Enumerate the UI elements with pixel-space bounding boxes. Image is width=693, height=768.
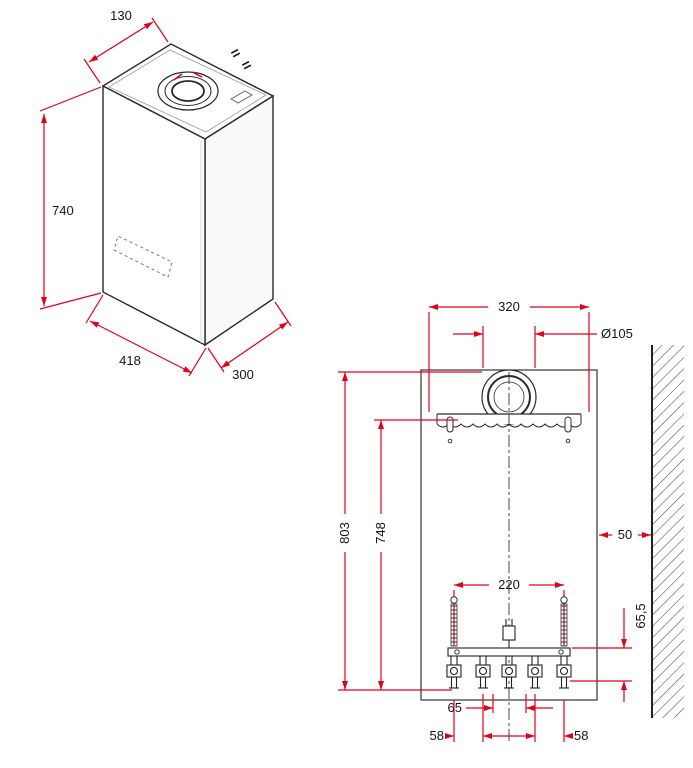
- flue-collar: [157, 71, 219, 111]
- dimension-center-gap: [466, 694, 553, 713]
- wall-hatch: [652, 345, 684, 718]
- dim-label-width: 418: [119, 353, 141, 368]
- wall-section: [651, 345, 684, 718]
- dimension-top-width: [428, 304, 590, 412]
- dimension-width: [85, 294, 207, 377]
- boiler-body: [101, 43, 275, 347]
- top-face-inset-line: [108, 49, 267, 133]
- dimension-right-gap: [508, 694, 573, 742]
- dim-label-left-gap: 58: [430, 728, 444, 743]
- dim-label-flue-diameter: Ø105: [601, 326, 633, 341]
- anchor-rod-left: [450, 596, 458, 647]
- dim-label-right-gap: 58: [574, 728, 588, 743]
- connection-rail: [447, 647, 571, 657]
- isometric-view: = = 130 740 418 300: [39, 8, 292, 382]
- rating-label-outline: [113, 235, 173, 278]
- bracket-slot-left: [446, 416, 454, 433]
- front-mounting-view: 320 Ø105 803 748: [337, 299, 684, 743]
- dimension-flue-diameter: [453, 326, 597, 368]
- dim-label-top-depth: 130: [110, 8, 132, 23]
- dimension-depth: [207, 301, 292, 373]
- bracket-slot-right: [564, 416, 572, 433]
- dimension-top-depth: [83, 17, 169, 84]
- dim-label-connection-height: 65,5: [633, 603, 648, 628]
- dimension-bracket-height: [374, 419, 458, 690]
- dim-label-bracket-height: 748: [373, 522, 388, 544]
- dim-label-top-width: 320: [498, 299, 520, 314]
- dim-label-overall-height: 803: [337, 522, 352, 544]
- gas-connection-plug: [502, 619, 516, 648]
- dimension-left-gap: [445, 694, 510, 742]
- dim-label-depth: 300: [232, 367, 254, 382]
- dim-label-side-clearance: 50: [618, 527, 632, 542]
- boiler-side-face: [204, 94, 274, 347]
- level-mark-right: =: [239, 56, 255, 75]
- dimension-connection-height: [570, 608, 632, 702]
- boiler-front-face: [102, 84, 206, 347]
- connection-assembly: [446, 596, 572, 689]
- dim-label-center-gap: 65: [448, 700, 462, 715]
- dim-label-connection-span: 220: [498, 577, 520, 592]
- top-panel-detail: [230, 90, 253, 104]
- dimension-height: [39, 86, 102, 310]
- dimension-overall-height: [338, 371, 482, 691]
- flue-red-marks: [173, 72, 203, 81]
- anchor-rod-right: [560, 596, 568, 647]
- dim-label-height: 740: [52, 203, 74, 218]
